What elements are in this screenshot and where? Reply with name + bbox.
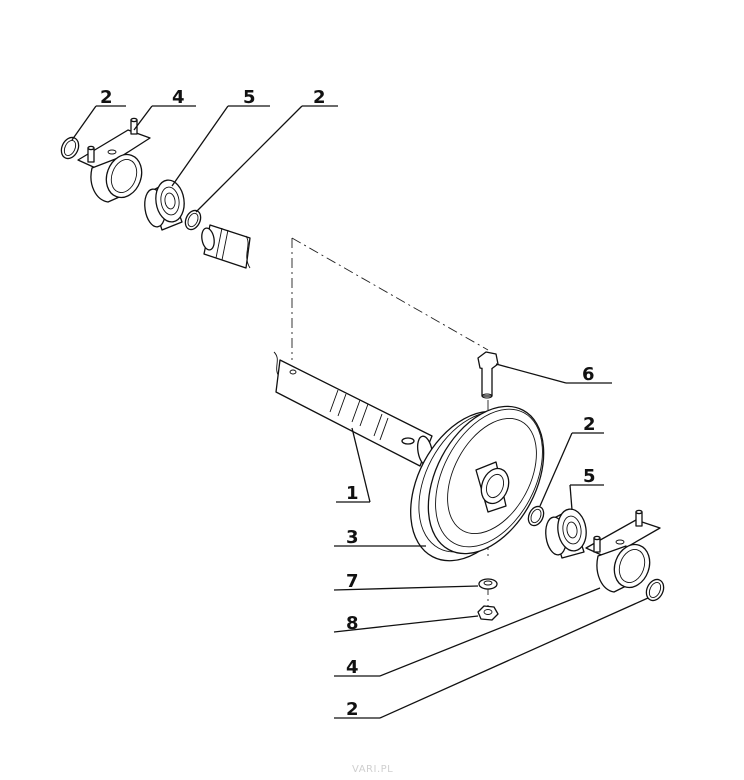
- callout-label-2: 2: [583, 414, 596, 435]
- callout-label-4: 4: [172, 87, 185, 108]
- main-shaft-part: [273, 351, 434, 467]
- leader-lines: [71, 105, 649, 719]
- washer-part: [478, 578, 498, 590]
- callout-label-4: 4: [346, 657, 359, 678]
- callout-label-2: 2: [313, 87, 326, 108]
- callout-label-1: 1: [346, 483, 359, 504]
- circlip-part-left: [60, 136, 80, 160]
- watermark-text: VARI.PL: [352, 764, 393, 775]
- callout-label-8: 8: [346, 613, 359, 634]
- circlip-part-far-right: [645, 578, 665, 602]
- callout-label-5: 5: [243, 87, 256, 108]
- ball-bearing-part-upper: [144, 179, 185, 231]
- circlip-part-upper-mid: [184, 209, 202, 231]
- callout-label-2: 2: [346, 699, 359, 720]
- hex-bolt-part: [477, 351, 499, 399]
- bearing-housing-part-upper: [77, 117, 151, 203]
- hex-nut-part: [477, 605, 499, 621]
- callout-label-6: 6: [582, 364, 595, 385]
- shaft-end-part-upper: [201, 224, 251, 269]
- v-belt-pulley-part: [410, 405, 545, 562]
- bearing-housing-part-lower: [585, 509, 661, 593]
- callout-label-2: 2: [100, 87, 113, 108]
- callout-label-7: 7: [346, 571, 359, 592]
- callout-label-5: 5: [583, 466, 596, 487]
- ball-bearing-part-lower: [545, 508, 587, 559]
- callout-label-3: 3: [346, 527, 359, 548]
- callout-labels: 2 4 5 2 6 2 5 1 3 7 8 4 2: [100, 87, 596, 720]
- circlip-part-right-mid: [527, 505, 545, 527]
